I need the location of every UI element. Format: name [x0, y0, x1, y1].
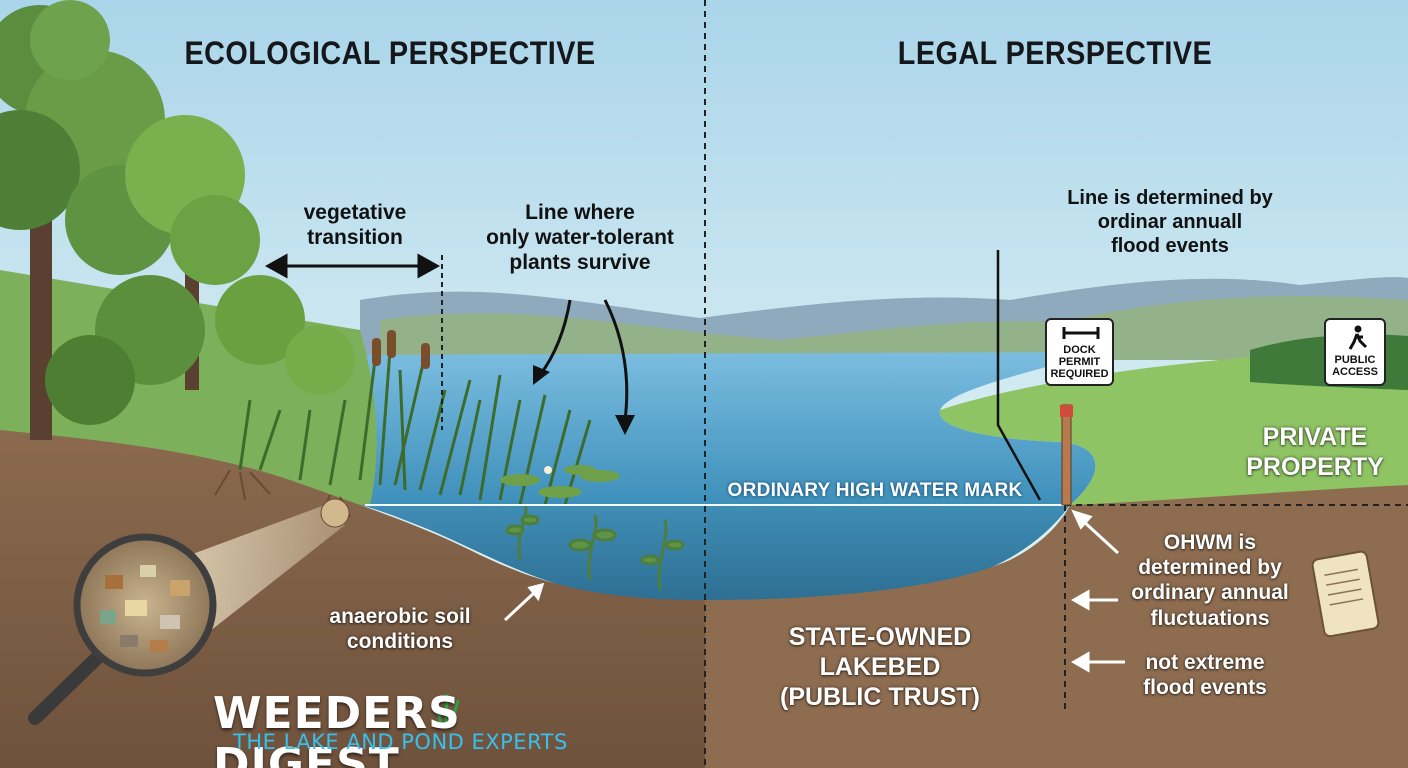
- person-walking-icon: [1348, 325, 1368, 350]
- brand-name: WEEDERS DIGEST: [213, 688, 461, 768]
- dock-icon: [1062, 327, 1100, 339]
- legal-arrows: [1070, 509, 1125, 673]
- ecological-title: ECOLOGICAL PERSPECTIVE: [184, 35, 596, 71]
- brand-tagline: THE LAKE AND POND EXPERTS: [233, 730, 568, 754]
- anaerobic-arrow: [503, 582, 545, 622]
- cattail-heads: [372, 330, 430, 369]
- ohwm-label: ORDINARY HIGH WATER MARK: [727, 480, 1023, 501]
- lily-pads: [500, 465, 620, 498]
- magnifier-beam: [190, 505, 345, 635]
- soil-right: [705, 485, 1408, 768]
- water-tolerant-arrowheads: [533, 365, 635, 435]
- dock-sign-text: DOCK PERMIT REQUIRED: [1050, 344, 1109, 381]
- double-arrow: [264, 253, 441, 279]
- logo-reed-mark: [434, 693, 460, 726]
- anaerobic-soil-label: anaerobic soil conditions: [329, 605, 471, 654]
- magnifying-glass-icon: [28, 533, 217, 725]
- ohwm-post: [1061, 404, 1072, 506]
- water-tolerant-arrows: [538, 299, 629, 421]
- public-access-sign: PUBLIC ACCESS: [1324, 318, 1386, 386]
- reeds: [238, 349, 592, 506]
- trees: [0, 0, 355, 440]
- public-access-text: PUBLIC ACCESS: [1332, 354, 1378, 379]
- soil-sample: [320, 498, 350, 528]
- ohwm-determined-label: OHWM is determined by ordinary annual fl…: [1131, 531, 1289, 630]
- soil-left: [0, 430, 705, 768]
- dock-permit-sign: DOCK PERMIT REQUIRED: [1045, 318, 1114, 386]
- submerged-plants: [505, 504, 685, 591]
- water-tolerant-label: Line where only water-tolerant plants su…: [486, 201, 674, 275]
- legal-title: LEGAL PERSPECTIVE: [897, 35, 1213, 71]
- underwater: [360, 505, 1070, 602]
- state-owned-label: STATE-OWNED LAKEBED (PUBLIC TRUST): [780, 623, 980, 711]
- ohwm-post-cap: [1060, 405, 1073, 417]
- private-property-label: PRIVATE PROPERTY: [1246, 423, 1384, 481]
- flood-line: [996, 250, 1042, 501]
- green-hills: [380, 296, 1408, 360]
- flood-line-note: Line is determined by ordinar annuall fl…: [1067, 187, 1273, 257]
- not-extreme-label: not extreme flood events: [1143, 651, 1267, 700]
- lake-surface: [360, 352, 1100, 505]
- scroll-document-icon: [1311, 550, 1380, 638]
- vegetative-transition-label: vegetative transition: [303, 201, 407, 250]
